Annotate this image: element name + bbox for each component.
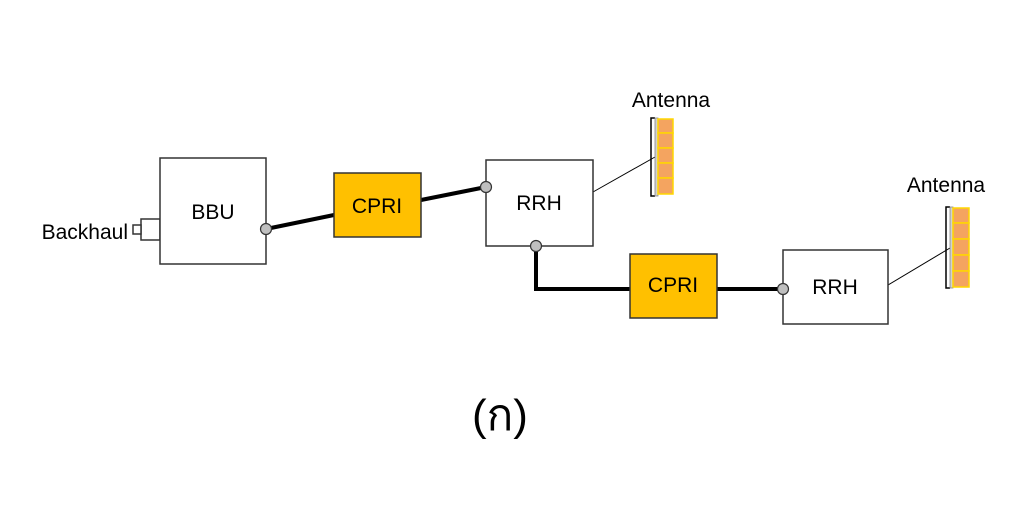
cpri-block-2: CPRI — [629, 253, 718, 319]
cpri-2-label: CPRI — [648, 274, 698, 297]
rrh-1-label: RRH — [516, 192, 562, 215]
feed-rrh1-antenna1 — [592, 156, 656, 193]
rrh-1-input-port — [479, 180, 493, 194]
link-bbu-cpri1 — [265, 213, 335, 231]
antenna-1-icon — [650, 117, 674, 197]
rrh-block-1: RRH — [485, 159, 594, 247]
bbu-port — [259, 222, 273, 236]
cpri-block-1: CPRI — [333, 172, 422, 238]
antenna-1-label: Antenna — [632, 89, 711, 112]
backhaul-label: Backhaul — [42, 221, 128, 244]
rrh-block-2: RRH — [782, 249, 889, 325]
link-rrh1-cpri2 — [534, 246, 630, 291]
antenna-2-label: Antenna — [907, 174, 986, 197]
rrh-2-label: RRH — [812, 276, 858, 299]
link-cpri1-rrh1 — [420, 185, 487, 202]
antenna-2-icon — [945, 206, 970, 289]
bbu-label: BBU — [191, 201, 234, 224]
cpri-1-label: CPRI — [352, 195, 402, 218]
rrh-2-input-port — [776, 282, 790, 296]
backhaul-connector-icon — [132, 218, 161, 241]
rrh-1-output-port — [529, 239, 543, 253]
feed-rrh2-antenna2 — [887, 247, 951, 286]
bbu-block: BBU — [159, 157, 267, 265]
figure-caption: (ก) — [472, 391, 528, 440]
